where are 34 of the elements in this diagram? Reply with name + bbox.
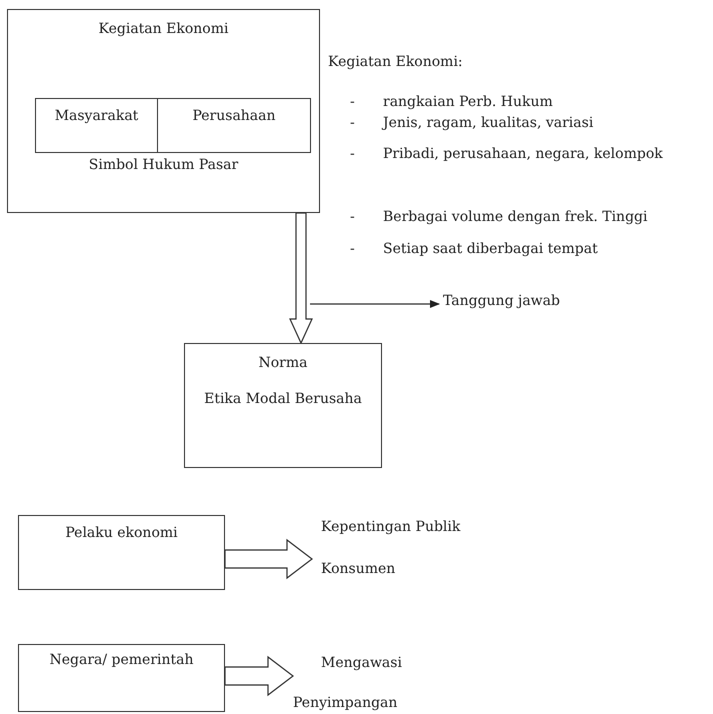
process-box [7, 9, 320, 213]
node-text: Masyarakat [54, 107, 140, 126]
node-text: Kepentingan Publik [320, 518, 462, 537]
list-heading: Kegiatan Ekonomi: [328, 53, 464, 72]
block-arrow [224, 656, 294, 696]
list-item: Berbagai volume dengan frek. Tinggi [383, 208, 648, 227]
node-text: Perusahaan [191, 107, 277, 126]
process-box [18, 644, 225, 712]
process-box [184, 343, 382, 468]
list-item: Setiap saat diberbagai tempat [383, 240, 599, 259]
bullet-dash: - [350, 208, 356, 227]
process-box [157, 98, 311, 153]
list-item: Pribadi, perusahaan, negara, kelompok [383, 145, 664, 164]
bullet-dash: - [350, 114, 356, 133]
process-box [18, 515, 225, 590]
block-arrow [224, 538, 313, 580]
node-text: Tanggung jawab [443, 292, 561, 311]
arrow [310, 300, 440, 308]
block-arrow [289, 212, 313, 344]
list-item: rangkaian Perb. Hukum [383, 93, 554, 112]
process-box [35, 98, 158, 153]
node-text: Mengawasi [320, 654, 403, 673]
node-text: Negara/ pemerintah [48, 651, 195, 670]
node-text: Penyimpangan [293, 694, 398, 713]
node-text: Simbol Hukum Pasar [88, 156, 240, 175]
node-text: Kegiatan Ekonomi [98, 20, 230, 39]
node-text: Pelaku ekonomi [64, 524, 179, 543]
list-item: Jenis, ragam, kualitas, variasi [383, 114, 594, 133]
bullet-dash: - [350, 145, 356, 164]
node-text: Norma [258, 354, 308, 373]
node-text: Etika Modal Berusaha [203, 390, 363, 409]
node-text: Konsumen [320, 560, 396, 579]
bullet-dash: - [350, 240, 356, 259]
bullet-dash: - [350, 93, 356, 112]
